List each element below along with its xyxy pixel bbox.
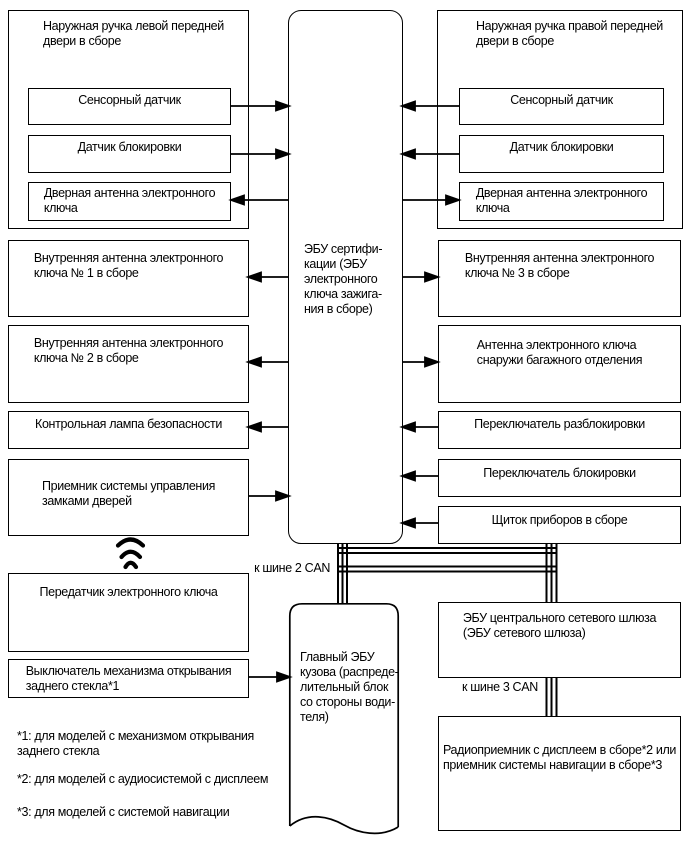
inner-antenna-2-label: Внутренняя антенна электронного ключа № … [33, 336, 224, 365]
box-key-transmitter: Передатчик электронного ключа [8, 573, 249, 652]
lock-switch-label: Переключатель блокировки [483, 466, 636, 480]
radio-or-nav-label: Радиоприемник с дисплеем в сборе*2 или п… [442, 743, 677, 772]
rear-window-switch-label: Выключатель механизма открывания заднего… [25, 664, 232, 693]
door-antenna-right-label: Дверная антенна электронного ключа [475, 186, 648, 215]
box-door-antenna-left: Дверная антенна электронного ключа [28, 182, 231, 221]
box-security-lamp: Контрольная лампа безопасности [8, 411, 249, 449]
box-lock-switch: Переключатель блокировки [438, 459, 681, 497]
arrow-ecu-to-inner-antenna-3 [403, 271, 441, 283]
box-trunk-antenna: Антенна электронного ключа снаружи багаж… [438, 325, 681, 403]
sensor-left-label: Сенсорный датчик [78, 93, 181, 107]
outer-left-title: Наружная ручка левой передней двери в сб… [43, 19, 224, 48]
can-bus-vertical-cert-to-main-body [336, 543, 349, 603]
can2-bus-label: к шине 2 CAN [254, 561, 330, 575]
box-radio-or-nav: Радиоприемник с дисплеем в сборе*2 или п… [438, 716, 681, 831]
can-bus-horizontal-upper [338, 546, 557, 555]
arrow-ecu-to-inner-antenna-2 [245, 356, 288, 368]
main-body-ecu-label: Главный ЭБУ кузова (распреде- лительный … [300, 650, 399, 724]
box-instrument-cluster: Щиток приборов в сборе [438, 506, 681, 544]
inner-antenna-1-label: Внутренняя антенна электронного ключа № … [33, 251, 224, 280]
box-sensor-right: Сенсорный датчик [459, 88, 664, 125]
can3-bus-label: к шине 3 CAN [462, 680, 538, 694]
sensor-right-label: Сенсорный датчик [510, 93, 613, 107]
inner-antenna-3-label: Внутренняя антенна электронного ключа № … [464, 251, 655, 280]
arrow-receiver-to-ecu [249, 490, 292, 502]
key-transmitter-label: Передатчик электронного ключа [39, 585, 218, 599]
box-inner-antenna-2: Внутренняя антенна электронного ключа № … [8, 325, 249, 403]
arrow-rear-window-switch-to-main-body-ecu [249, 671, 293, 683]
outer-right-title: Наружная ручка правой передней двери в с… [476, 19, 663, 48]
instrument-cluster-label: Щиток приборов в сборе [491, 513, 628, 527]
wireless-signal-icon [115, 537, 146, 570]
footnote-2: *2: для моделей с аудиосистемой с диспле… [17, 772, 269, 786]
box-lock-sensor-left: Датчик блокировки [28, 135, 231, 173]
lock-sensor-right-label: Датчик блокировки [509, 140, 614, 154]
unlock-switch-label: Переключатель разблокировки [474, 417, 645, 431]
box-unlock-switch: Переключатель разблокировки [438, 411, 681, 449]
box-inner-antenna-3: Внутренняя антенна электронного ключа № … [438, 240, 681, 317]
arrow-ecu-to-inner-antenna-1 [245, 271, 288, 283]
arrow-ecu-to-security-lamp [245, 421, 288, 433]
box-certification-ecu: ЭБУ сертифи- кации (ЭБУ электронного клю… [288, 10, 403, 544]
box-sensor-left: Сенсорный датчик [28, 88, 231, 125]
footnote-1: *1: для моделей с механизмом открывания … [17, 729, 254, 758]
box-rear-window-switch: Выключатель механизма открывания заднего… [8, 659, 249, 698]
trunk-antenna-label: Антенна электронного ключа снаружи багаж… [476, 338, 643, 367]
footnote-3: *3: для моделей с системой навигации [17, 805, 230, 819]
box-gateway-ecu: ЭБУ центрального сетевого шлюза (ЭБУ сет… [438, 602, 681, 678]
arrow-unlock-switch-to-ecu [399, 421, 438, 433]
can-bus-vertical-to-gateway [545, 543, 558, 602]
can-bus-horizontal-lower [338, 565, 557, 573]
box-lock-sensor-right: Датчик блокировки [459, 135, 664, 173]
box-door-lock-receiver: Приемник системы управления замками двер… [8, 459, 249, 536]
box-inner-antenna-1: Внутренняя антенна электронного ключа № … [8, 240, 249, 317]
security-lamp-label: Контрольная лампа безопасности [35, 417, 222, 431]
can-bus-vertical-gateway-to-radio [545, 677, 558, 717]
door-antenna-left-label: Дверная антенна электронного ключа [43, 186, 216, 215]
certification-ecu-label: ЭБУ сертифи- кации (ЭБУ электронного клю… [304, 242, 383, 316]
gateway-ecu-label: ЭБУ центрального сетевого шлюза (ЭБУ сет… [462, 611, 657, 640]
box-door-antenna-right: Дверная антенна электронного ключа [459, 182, 664, 221]
arrow-ecu-to-trunk-antenna [403, 356, 441, 368]
arrow-cluster-to-ecu [399, 517, 438, 529]
arrow-lock-switch-to-ecu [399, 470, 438, 482]
door-lock-receiver-label: Приемник системы управления замками двер… [41, 479, 216, 508]
lock-sensor-left-label: Датчик блокировки [77, 140, 182, 154]
